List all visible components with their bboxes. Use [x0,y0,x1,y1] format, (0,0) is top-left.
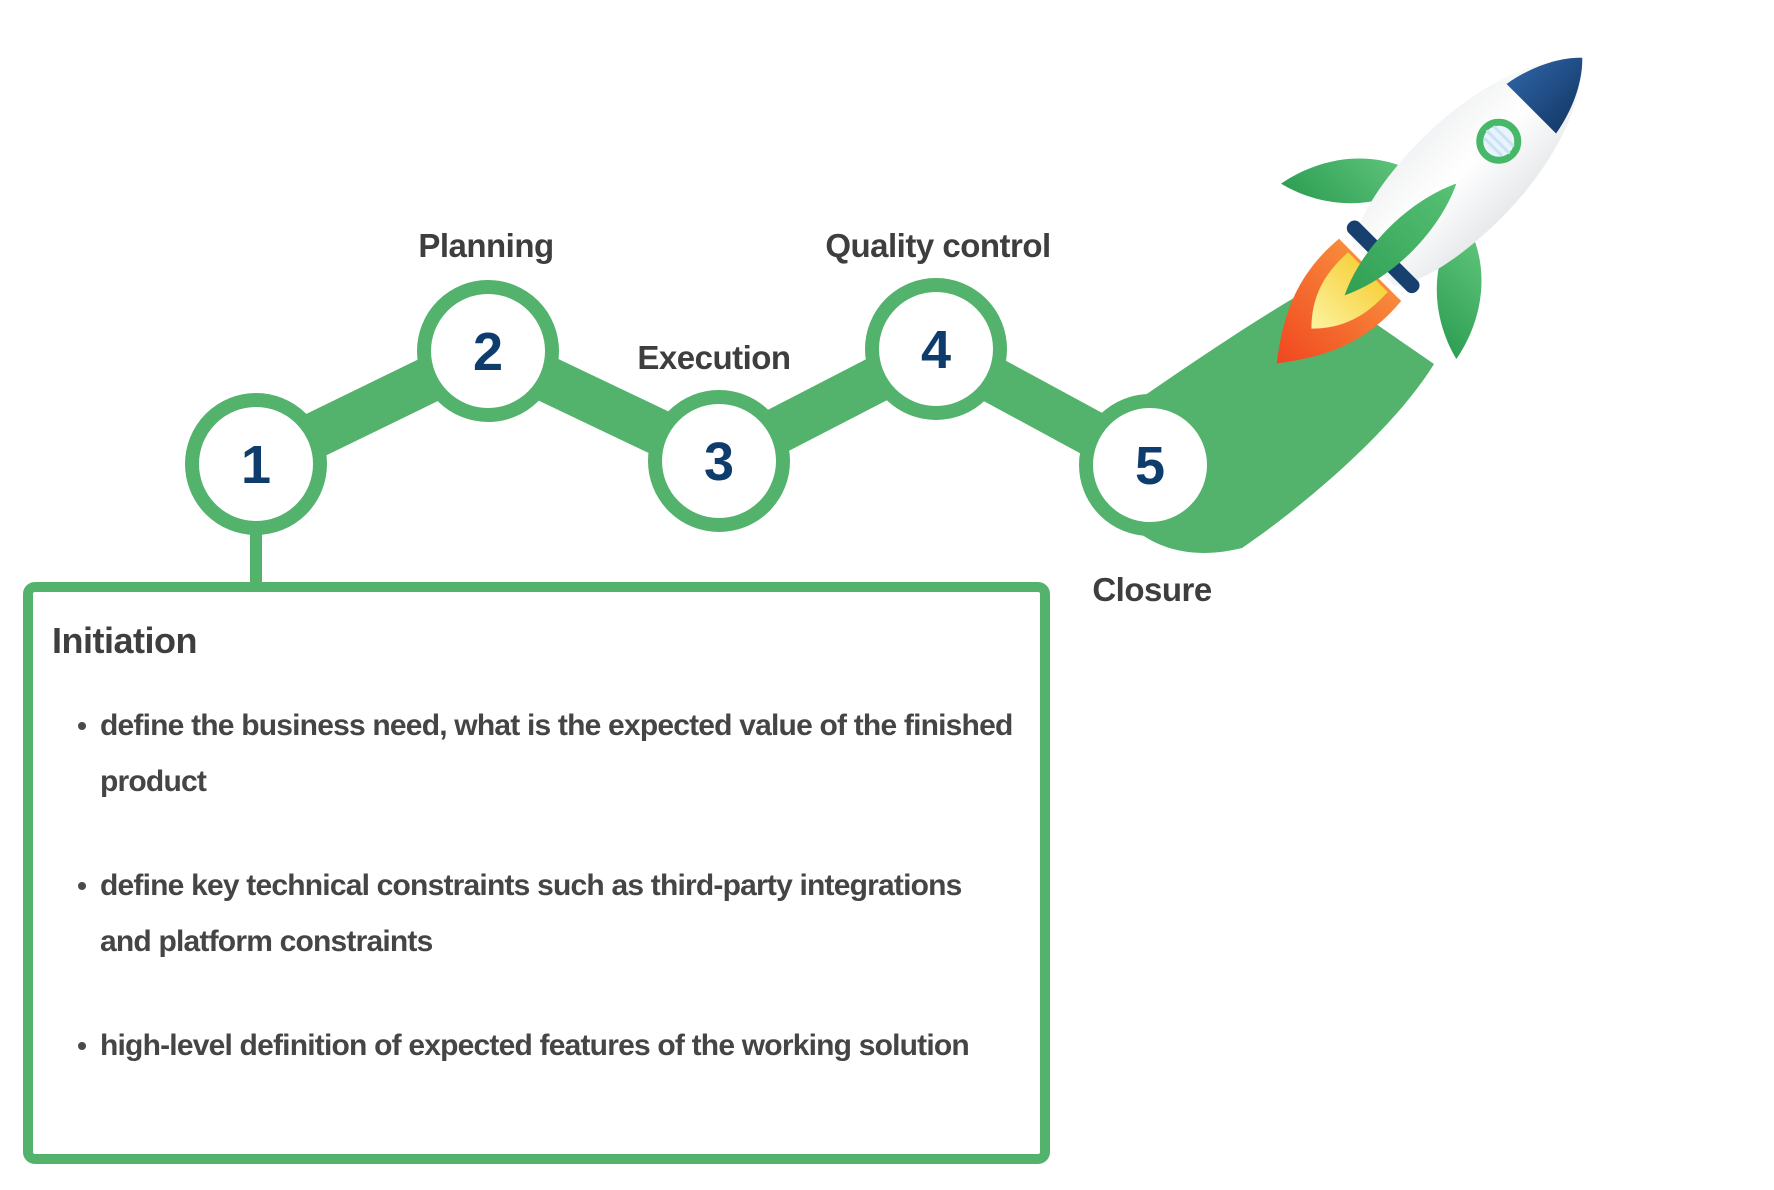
list-item: define key technical constraints such as… [78,858,1016,970]
step-number-1: 1 [241,435,271,495]
step-number-3: 3 [704,432,734,492]
step-number-2: 2 [473,322,503,382]
step-circle-3 [648,390,790,532]
list-item: high-level definition of expected featur… [78,1018,1016,1074]
bullet-marker-dot-icon [78,722,86,730]
step-label-planning: Planning [418,227,553,264]
bullet-text: define key technical constraints such as… [100,869,962,958]
step-circle-5 [1079,394,1221,536]
rocket-window-glass-lines [1483,125,1515,157]
initiation-detail-panel: Initiation define the business need, wha… [23,582,1050,1164]
step-number-4: 4 [921,320,951,380]
step-circle-2 [417,280,559,422]
step-label-quality-control: Quality control [825,227,1050,264]
step-circle-4 [865,278,1007,420]
bullet-marker-dot-icon [78,882,86,890]
step-label-execution: Execution [637,339,790,376]
bullet-marker-dot-icon [78,1042,86,1050]
bullet-text: define the business need, what is the ex… [100,709,1013,798]
panel-heading: Initiation [52,620,197,661]
step-label-closure: Closure [1092,571,1212,608]
step-circle-1 [185,393,327,535]
rocket-nose-cone [1506,57,1583,134]
rocket-center-fin [1344,183,1457,296]
bullet-list: define the business need, what is the ex… [52,698,1016,1074]
bullet-text: high-level definition of expected featur… [100,1029,970,1062]
panel-content: Initiation define the business need, wha… [33,592,1040,1074]
list-item: define the business need, what is the ex… [78,698,1016,810]
step-number-5: 5 [1135,436,1165,496]
rocket-icon [1276,57,1583,364]
